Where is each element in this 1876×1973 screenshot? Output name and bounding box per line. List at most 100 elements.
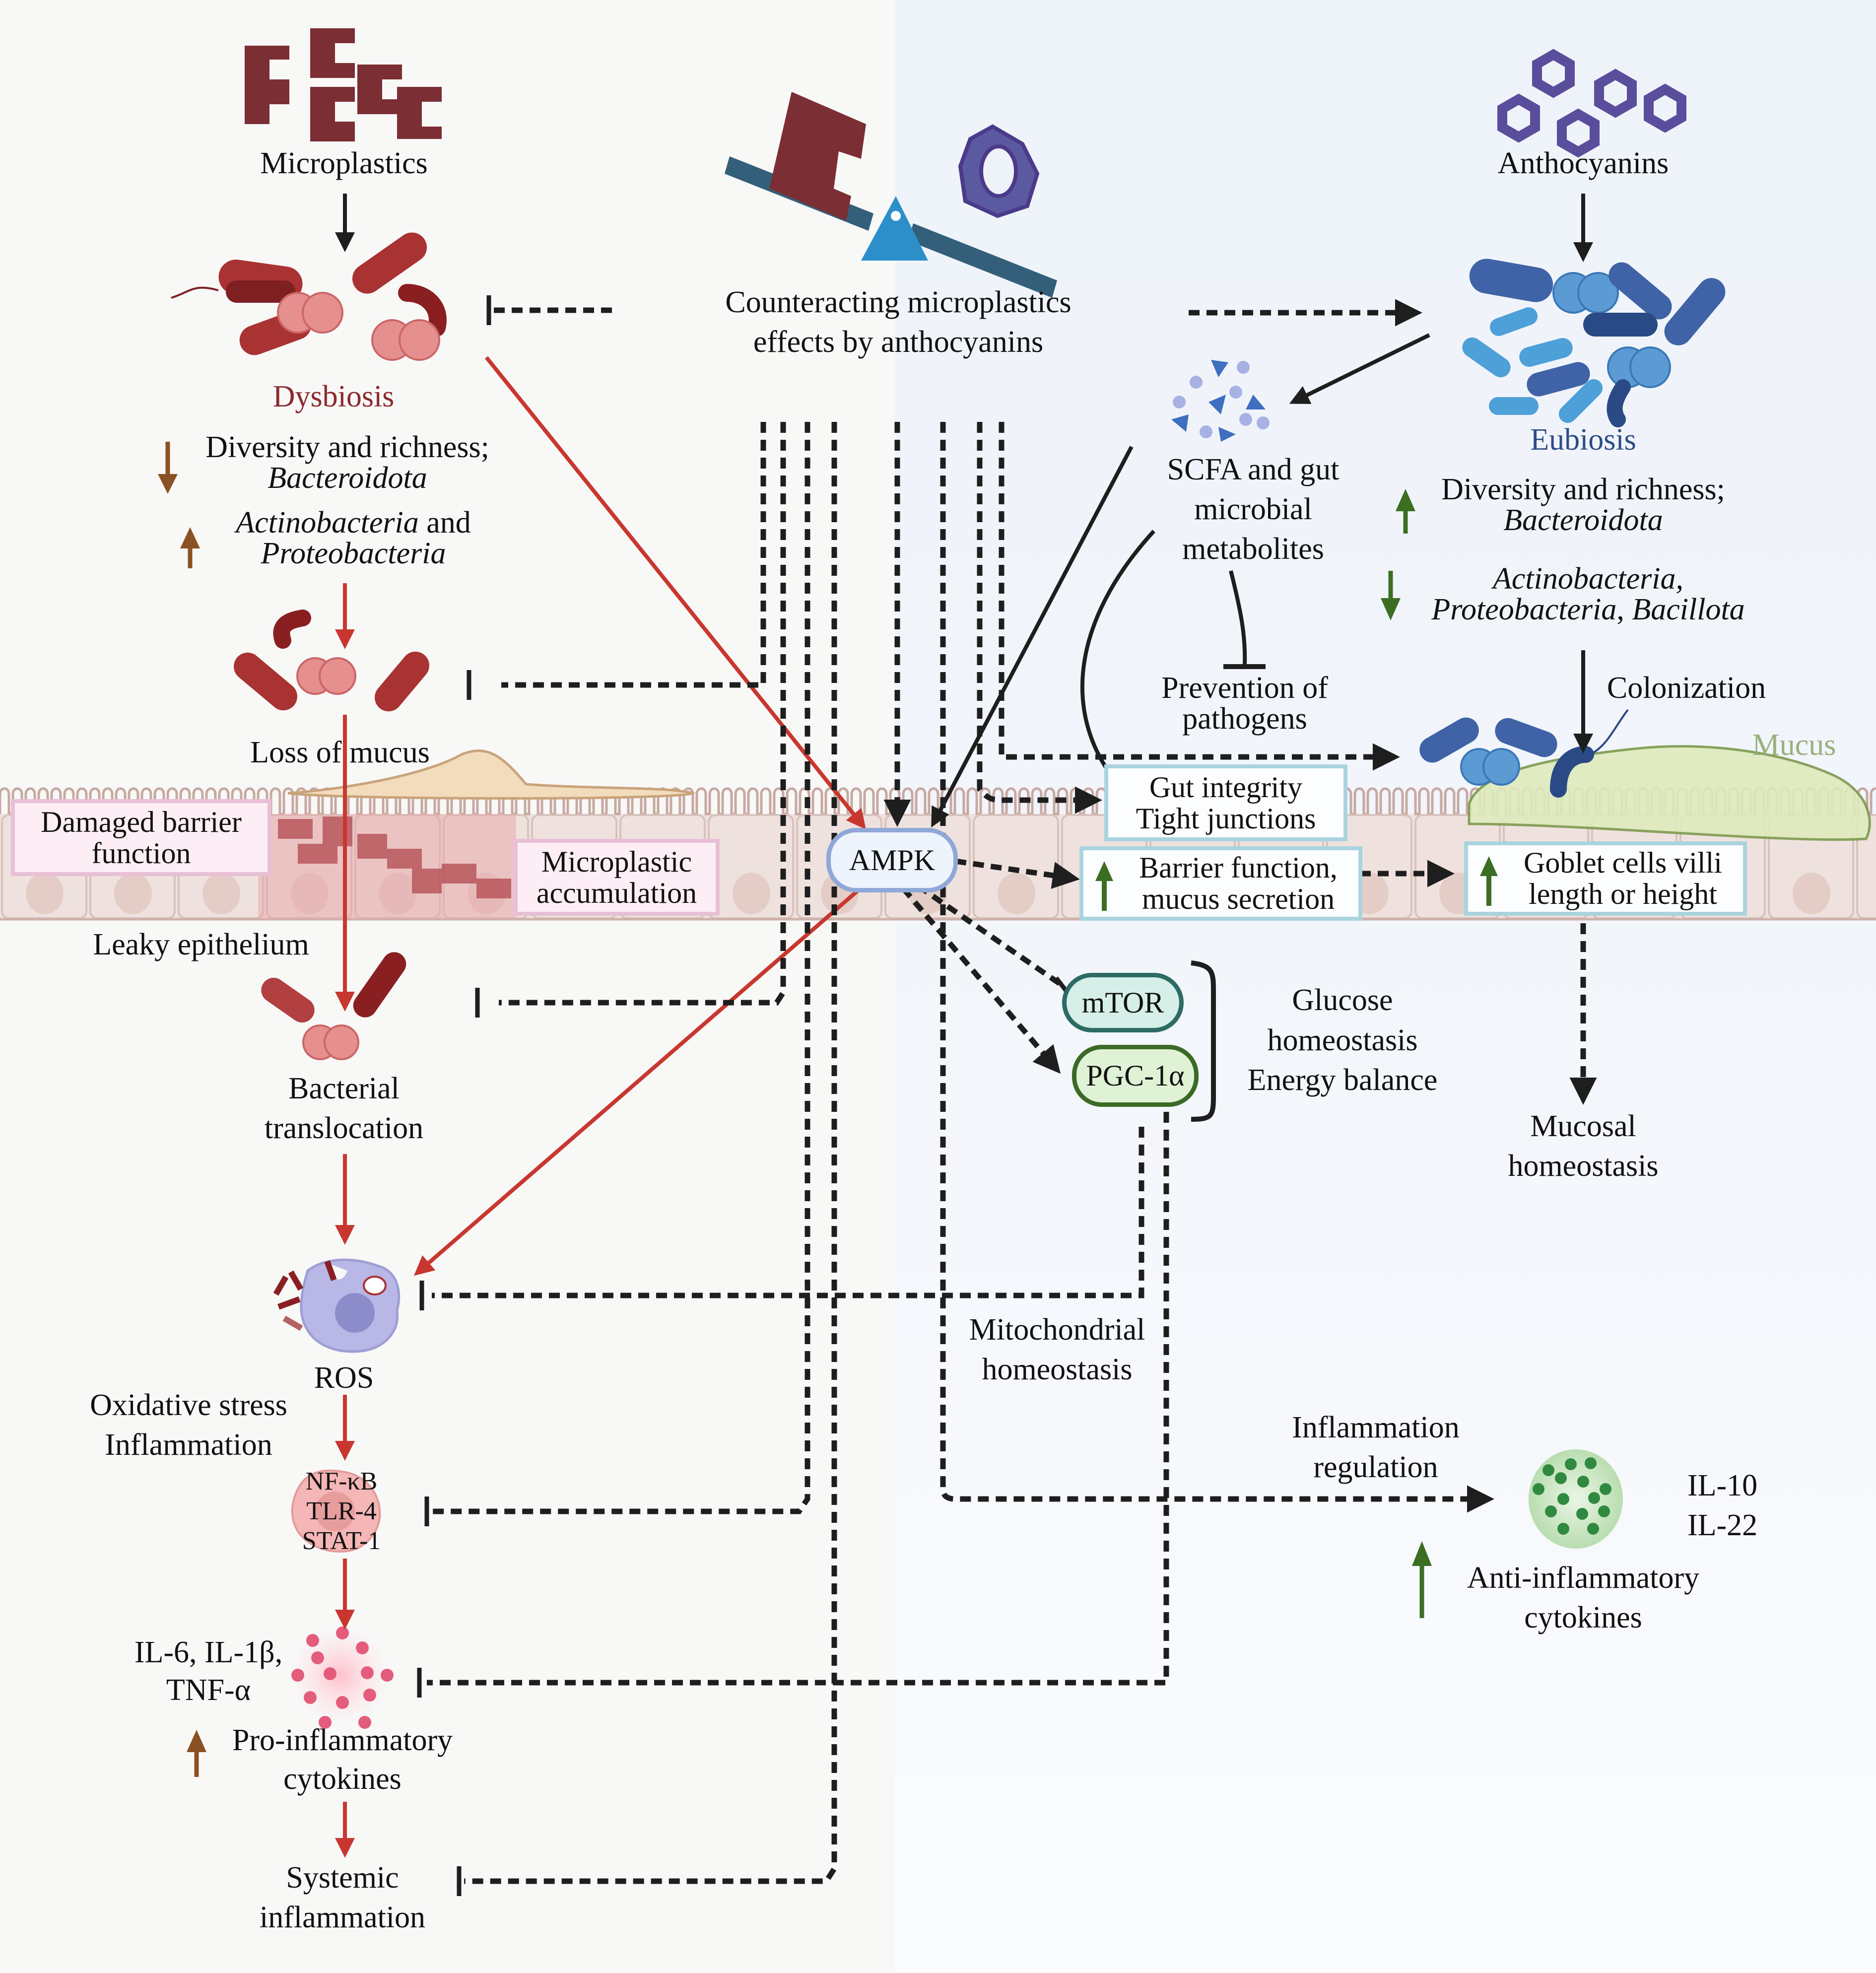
anti-inflammatory-cytokines-icon bbox=[1529, 1449, 1623, 1549]
mitochondrial-homeostasis-label: Mitochondrial homeostasis bbox=[969, 1314, 1145, 1385]
text-line: homeostasis bbox=[982, 1353, 1133, 1386]
cytokine-dot bbox=[1600, 1483, 1611, 1495]
dysbiosis-bacteria-icon bbox=[171, 232, 447, 361]
dysbiosis-taxa-increase: Actinobacteria and Proteobacteria bbox=[236, 507, 471, 569]
cytokine-dot bbox=[304, 1691, 317, 1704]
text-line: Diversity and richness; bbox=[1441, 473, 1725, 506]
glucose-energy-label: Glucose homeostasis Energy balance bbox=[1248, 980, 1438, 1100]
ros-label: ROS bbox=[314, 1361, 374, 1395]
cytokine-dot bbox=[381, 1669, 394, 1682]
prevention-of-pathogens-label: Prevention of pathogens bbox=[1161, 673, 1328, 734]
cytokine-il10: IL-10 bbox=[1687, 1469, 1758, 1502]
cell-nucleus bbox=[998, 873, 1035, 914]
cytokine-dot bbox=[1587, 1523, 1599, 1535]
decrease-arrow-icon bbox=[158, 442, 178, 494]
increase-arrow-icon bbox=[180, 527, 200, 568]
epithelial-cell bbox=[1856, 814, 1876, 919]
solid-arrows bbox=[335, 194, 1593, 1122]
text-line: homeostasis bbox=[1267, 1023, 1418, 1057]
inhibitor-bars bbox=[417, 295, 1072, 1896]
cytokine-dot bbox=[363, 1689, 376, 1701]
text-line: and bbox=[418, 506, 471, 540]
accumulated-microplastics-icon bbox=[278, 816, 511, 898]
eubiosis-taxa-decrease: Actinobacteria, Proteobacteria, Bacillot… bbox=[1431, 563, 1744, 625]
eubiosis-diversity-increase: Diversity and richness; Bacteroidota bbox=[1441, 474, 1725, 536]
increase-arrow-icon bbox=[1094, 861, 1114, 911]
title-line: effects by anthocyanins bbox=[753, 325, 1044, 359]
cytokine-dot bbox=[319, 1716, 332, 1729]
leaky-epithelium-label: Leaky epithelium bbox=[93, 928, 309, 961]
signaling-cell-icon bbox=[291, 1469, 381, 1553]
cell-nucleus bbox=[1793, 873, 1830, 914]
cytokine-dot bbox=[336, 1696, 349, 1709]
anthocyanins-icon bbox=[1497, 49, 1686, 158]
inflammation-regulation-label: Inflammation regulation bbox=[1292, 1412, 1459, 1483]
text-line: Glucose bbox=[1292, 983, 1393, 1017]
anthocyanins-panel-background bbox=[895, 0, 1876, 1973]
text-line: function bbox=[91, 836, 191, 870]
oxidative-stress-label: Oxidative stress Inflammation bbox=[90, 1390, 287, 1460]
microplastics-icon bbox=[245, 28, 442, 141]
increase-arrow-icon bbox=[1412, 1541, 1432, 1618]
increase-arrow-icon bbox=[1479, 856, 1499, 906]
mucus-label: Mucus bbox=[1752, 728, 1836, 762]
marker-stat1: STAT-1 bbox=[302, 1526, 381, 1555]
anti-inflammatory-cytokine-names: IL-10 IL-22 bbox=[1687, 1470, 1757, 1541]
decrease-arrow-icon bbox=[1381, 571, 1401, 620]
text-line: accumulation bbox=[536, 876, 697, 909]
text-line: Inflammation bbox=[105, 1428, 272, 1462]
taxon-name: Bacteroidota bbox=[1503, 503, 1663, 537]
cytokine-dot bbox=[358, 1716, 371, 1729]
cytokine-dot bbox=[324, 1667, 336, 1680]
cell-nucleus bbox=[202, 873, 240, 914]
colonization-bacteria-icon bbox=[1419, 709, 1629, 798]
loss-of-mucus-label: Loss of mucus bbox=[250, 736, 430, 769]
diagram-title: Counteracting microplastics effects by a… bbox=[725, 287, 1071, 357]
cytokine-dot bbox=[1557, 1493, 1569, 1505]
cytokine-il22: IL-22 bbox=[1687, 1508, 1758, 1542]
text-line: Barrier function, bbox=[1139, 851, 1338, 884]
text-line: metabolites bbox=[1182, 532, 1324, 566]
harm-pathway-arrows bbox=[335, 356, 868, 1858]
text-line: Oxidative stress bbox=[90, 1388, 287, 1422]
cytokine-dot bbox=[1542, 1464, 1554, 1476]
mucosal-homeostasis-label: Mucosal homeostasis bbox=[1508, 1111, 1658, 1181]
text-line: TNF-α bbox=[166, 1673, 251, 1707]
text-line: length or height bbox=[1529, 878, 1717, 910]
pgc1a-node: PGC-1α bbox=[1072, 1045, 1199, 1107]
cell-nucleus bbox=[114, 873, 152, 914]
text-line: Gut integrity bbox=[1149, 770, 1303, 804]
eubiosis-bacteria-icon bbox=[1462, 259, 1726, 427]
text-line: Microplastic bbox=[541, 845, 692, 878]
text-line: Bacterial bbox=[288, 1072, 400, 1105]
scfa-label: SCFA and gut microbial metabolites bbox=[1167, 454, 1340, 564]
taxon-name: Bacillota bbox=[1632, 593, 1745, 626]
dysbiosis-diversity-decrease: Diversity and richness; Bacteroidota bbox=[205, 432, 489, 493]
anthocyanins-label: Anthocyanins bbox=[1497, 146, 1669, 180]
cytokine-dot bbox=[311, 1651, 324, 1664]
cytokine-dot bbox=[306, 1634, 319, 1647]
scfa-particles-icon bbox=[1171, 360, 1270, 442]
taxon-name: Actinobacteria bbox=[236, 506, 419, 540]
cytokine-dot bbox=[336, 1627, 349, 1639]
cytokine-dot bbox=[291, 1669, 304, 1682]
systemic-inflammation-label: Systemic inflammation bbox=[260, 1862, 425, 1933]
text-line: microbial bbox=[1194, 492, 1312, 526]
text-line: translocation bbox=[264, 1111, 424, 1145]
dashed-regulation-lines bbox=[427, 299, 1597, 1884]
text-line: SCFA and gut bbox=[1167, 453, 1340, 486]
barrier-function-box: Barrier function,mucus secretion bbox=[1079, 846, 1362, 921]
taxon-name: Actinobacteria, bbox=[1493, 562, 1683, 596]
marker-tlr4: TLR-4 bbox=[306, 1497, 377, 1525]
taxon-name: Proteobacteria bbox=[261, 537, 446, 570]
dysbiosis-label: Dysbiosis bbox=[272, 380, 395, 413]
text-line: Diversity and richness; bbox=[205, 430, 489, 464]
cell-nucleus bbox=[26, 873, 64, 914]
translocation-bacteria-icon bbox=[261, 952, 406, 1060]
text-line: regulation bbox=[1313, 1450, 1438, 1484]
text-line: pathogens bbox=[1182, 702, 1307, 736]
text-line: cytokines bbox=[1524, 1601, 1642, 1634]
title-line: Counteracting microplastics bbox=[725, 285, 1072, 319]
colonization-label: Colonization bbox=[1607, 671, 1766, 705]
text-line: Anti-inflammatory bbox=[1467, 1561, 1700, 1595]
